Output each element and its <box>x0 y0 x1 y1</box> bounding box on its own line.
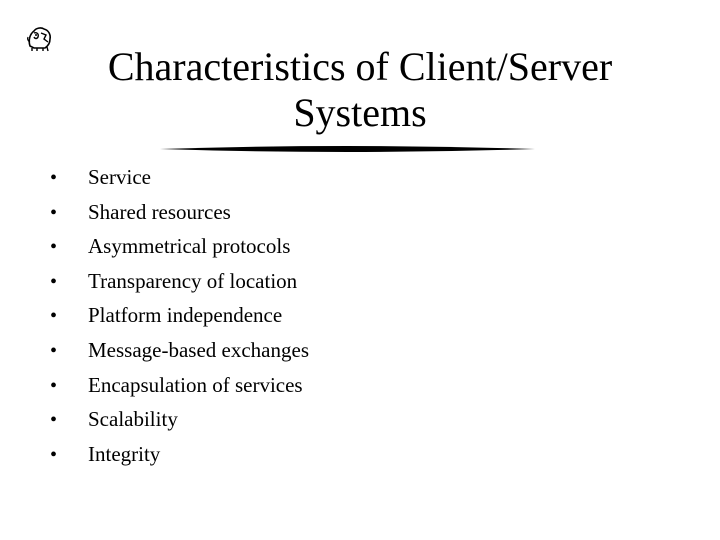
lion-logo-icon <box>27 27 51 52</box>
list-item-text: Transparency of location <box>88 268 298 293</box>
list-item-text: Message-based exchanges <box>88 337 309 362</box>
bullet-icon: • <box>50 236 58 259</box>
bullet-icon: • <box>50 374 58 397</box>
title-underline <box>160 146 535 152</box>
bullet-icon: • <box>50 201 58 224</box>
slide-title-line-1: Characteristics of Client/Server <box>107 44 613 89</box>
list-item: • Asymmetrical protocols <box>50 229 309 264</box>
bullet-icon: • <box>50 339 58 362</box>
bullet-icon: • <box>50 443 58 466</box>
list-item-text: Platform independence <box>88 303 283 328</box>
bullet-icon: • <box>50 167 58 189</box>
list-item: • Service <box>50 160 309 195</box>
list-item-text: Encapsulation of services <box>88 372 303 397</box>
list-item: • Transparency of location <box>50 264 309 299</box>
list-item-text: Service <box>88 165 151 189</box>
slide-title: Characteristics of Client/Server Systems <box>60 44 660 136</box>
slide-title-line-2: Systems <box>293 90 427 135</box>
list-item-text: Asymmetrical protocols <box>88 234 291 259</box>
list-item-text: Integrity <box>88 441 161 466</box>
list-item: • Shared resources <box>50 195 309 230</box>
bullet-icon: • <box>50 409 58 432</box>
list-item: • Platform independence <box>50 298 309 333</box>
bullet-icon: • <box>50 270 58 293</box>
list-item: • Integrity <box>50 437 309 472</box>
list-item-text: Scalability <box>88 407 178 432</box>
list-item: • Scalability <box>50 402 309 437</box>
bullet-icon: • <box>50 305 58 328</box>
list-item: • Encapsulation of services <box>50 368 309 403</box>
list-item: • Message-based exchanges <box>50 333 309 368</box>
bullet-list: • Service • Shared resources • Asymmetrical… <box>50 160 309 471</box>
list-item-text: Shared resources <box>88 199 231 224</box>
